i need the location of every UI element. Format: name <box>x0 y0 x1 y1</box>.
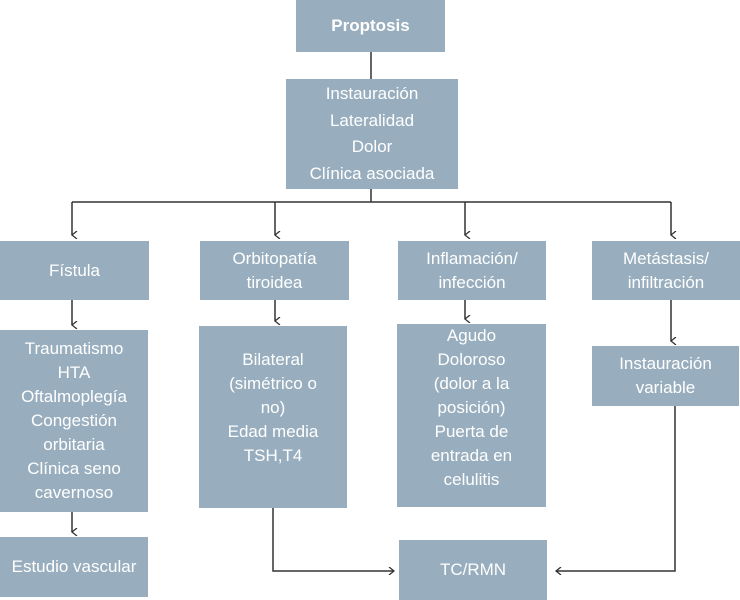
branch-title-line: Metástasis/ <box>623 248 709 268</box>
detail-line: cavernoso <box>34 483 114 502</box>
detail-line: orbitaria <box>43 435 105 454</box>
detail-line: HTA <box>57 363 91 382</box>
assessment-line: Clínica asociada <box>309 163 435 183</box>
outcome-label: TC/RMN <box>439 560 507 579</box>
branch-title-line: Inflamación/ <box>426 248 518 268</box>
detail-line: no) <box>260 398 286 417</box>
detail-line: (simétrico o <box>229 374 317 393</box>
arrow-orbitopatia-to-imaging <box>272 508 394 571</box>
root-node-proptosis: Proptosis <box>296 0 445 52</box>
detail-line: Instauración <box>619 354 712 373</box>
branch-inflamacion-title: Inflamación/ infección <box>398 241 546 300</box>
outcome-imaging-tc-rmn: TC/RMN <box>399 540 547 600</box>
detail-line: Oftalmoplegía <box>21 387 127 406</box>
outcome-label: Estudio vascular <box>11 557 137 576</box>
detail-line: celulitis <box>443 470 500 489</box>
branch-title-line: Fístula <box>48 260 101 280</box>
branch-fistula-detail: Traumatismo HTA Oftalmoplegía Congestión… <box>0 330 148 512</box>
detail-line: Traumatismo <box>24 339 124 358</box>
detail-line: entrada en <box>430 446 513 465</box>
assessment-node: Instauración Lateralidad Dolor Clínica a… <box>286 79 458 189</box>
detail-line: posición) <box>437 398 506 417</box>
branch-orbitopatia-title: Orbitopatía tiroidea <box>200 241 349 300</box>
branch-metastasis-title: Metástasis/ infiltración <box>592 241 740 300</box>
detail-line: variable <box>635 378 696 397</box>
assessment-line: Dolor <box>351 137 393 156</box>
detail-line: Doloroso <box>437 350 506 369</box>
detail-line: Congestión <box>30 411 117 430</box>
detail-line: Bilateral <box>242 350 304 369</box>
detail-line: Edad media <box>227 422 319 441</box>
root-label: Proptosis <box>331 16 410 35</box>
branch-inflamacion-detail: Agudo Doloroso (dolor a la posición) Pue… <box>397 324 546 507</box>
detail-line: (dolor a la <box>433 374 510 393</box>
branch-orbitopatia-detail: Bilateral (simétrico o no) Edad media TS… <box>199 326 347 508</box>
detail-line: TSH,T4 <box>243 446 303 465</box>
detail-line: Agudo <box>446 326 497 345</box>
branch-fistula-title: Fístula <box>0 241 149 300</box>
detail-line: Puerta de <box>434 422 509 441</box>
branch-title-line: tiroidea <box>246 272 303 292</box>
assessment-line: Lateralidad <box>329 110 415 130</box>
branch-title-line: infección <box>438 272 506 292</box>
outcome-vascular-study: Estudio vascular <box>0 537 148 597</box>
branch-metastasis-detail: Instauración variable <box>592 346 739 406</box>
detail-line: Clínica seno <box>27 459 121 478</box>
branch-title-line: infiltración <box>627 272 705 292</box>
arrow-metastasis-to-imaging <box>556 406 676 571</box>
assessment-line: Instauración <box>325 84 419 103</box>
branch-title-line: Orbitopatía <box>232 248 317 268</box>
